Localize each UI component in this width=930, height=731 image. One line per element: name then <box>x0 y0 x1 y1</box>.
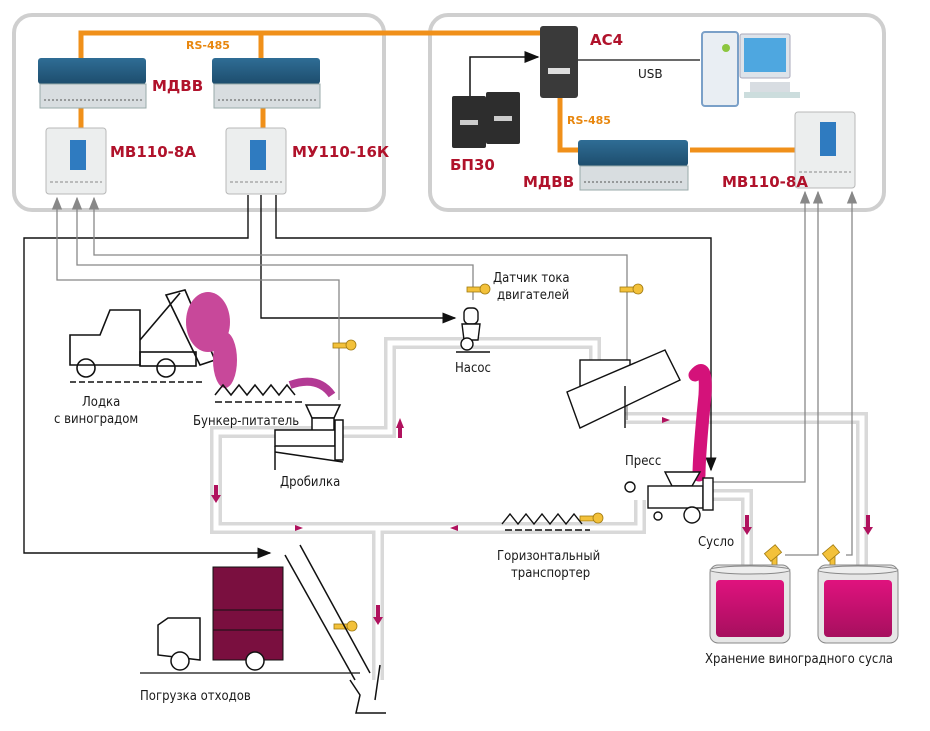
ac4-label: АС4 <box>590 31 623 49</box>
grape-truck <box>69 289 217 383</box>
mu110-label: МУ110-16К <box>292 143 390 161</box>
sensor-wires <box>51 190 858 556</box>
power-line <box>469 51 540 96</box>
current-sensor-label-2: двигателей <box>497 288 569 303</box>
left-control-frame <box>12 13 386 212</box>
bp30-power-supply <box>452 92 520 148</box>
grape-truck-label-1: Лодка <box>82 395 120 410</box>
bp30-label: БП30 <box>450 156 495 174</box>
rs485-bus <box>78 30 795 153</box>
grape-truck-label-2: с виноградом <box>54 412 138 427</box>
flow-arrows <box>211 417 873 625</box>
conveyor-label-2: транспортер <box>511 566 590 581</box>
rs485-label-left: RS-485 <box>186 39 230 52</box>
crusher-label: Дробилка <box>280 475 340 490</box>
must-label: Сусло <box>698 535 734 550</box>
feeder-screw <box>214 383 305 403</box>
must-storage-label: Хранение виноградного сусла <box>705 652 893 667</box>
mv110-module-right <box>794 111 856 189</box>
feeder-label: Бункер-питатель <box>193 414 299 429</box>
mdvv-module-middle <box>212 58 321 109</box>
mdvv-left-label: МДВВ <box>152 77 203 95</box>
right-control-frame <box>428 13 886 212</box>
pc-computer-icon <box>701 31 800 107</box>
must-flow <box>688 364 712 482</box>
current-sensor-label-1: Датчик тока <box>493 271 570 286</box>
destemmer <box>566 349 681 429</box>
must-tank-2 <box>817 564 899 644</box>
waste-elevator <box>284 544 386 714</box>
mu110-module <box>225 127 287 195</box>
mdvv-right-label: МДВВ <box>523 173 574 191</box>
rs485-label-right: RS-485 <box>567 114 611 127</box>
mdvv-module-right <box>578 140 689 191</box>
press-label: Пресс <box>625 454 661 469</box>
must-tank-1 <box>709 564 791 644</box>
mv110-module-left <box>45 127 107 195</box>
crusher <box>274 404 344 470</box>
pump-label: Насос <box>455 361 491 376</box>
waste-truck <box>140 566 360 674</box>
pump <box>456 307 490 353</box>
grape-flow <box>288 377 336 398</box>
mv110-right-label: МВ110-8А <box>722 173 808 191</box>
ac4-converter <box>540 26 578 98</box>
grape-pile <box>186 292 237 388</box>
waste-loading-label: Погрузка отходов <box>140 689 251 704</box>
mv110-left-label: МВ110-8А <box>110 143 196 161</box>
mdvv-module-left <box>38 58 147 109</box>
horizontal-conveyor <box>501 512 590 531</box>
press <box>624 471 714 524</box>
usb-label: USB <box>638 67 663 81</box>
conveyor-label-1: Горизонтальный <box>497 549 600 564</box>
control-wires <box>23 195 717 559</box>
